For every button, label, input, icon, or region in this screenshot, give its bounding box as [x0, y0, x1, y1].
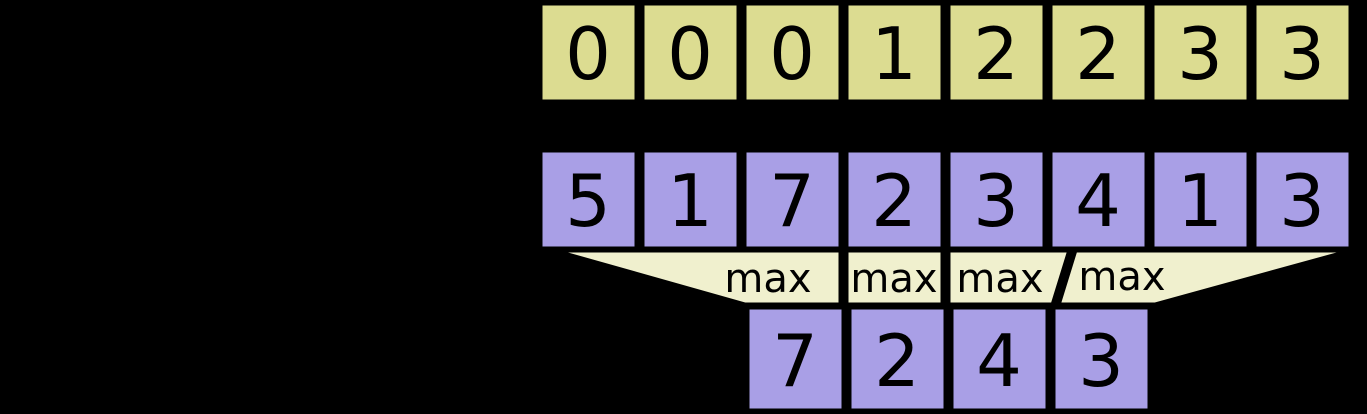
output-cell-0-rect	[744, 304, 847, 414]
value-cell-4[interactable]: 3	[945, 147, 1048, 252]
value-cell-4-label: 3	[973, 159, 1019, 243]
index-cell-6-label: 3	[1177, 12, 1223, 96]
index-cell-0-label: 0	[565, 12, 611, 96]
value-cell-5[interactable]: 4	[1047, 147, 1150, 252]
index-cell-5[interactable]: 2	[1047, 0, 1150, 105]
value-cell-1-label: 1	[667, 159, 713, 243]
value-cell-0-rect	[537, 147, 640, 252]
funnel-band: max max max max	[549, 247, 1356, 308]
value-cell-3-rect	[843, 147, 946, 252]
value-cell-2-label: 7	[769, 159, 815, 243]
output-cell-2-rect	[948, 304, 1051, 414]
value-cell-1[interactable]: 1	[639, 147, 742, 252]
value-cell-1-rect	[639, 147, 742, 252]
index-cell-2-rect	[741, 0, 844, 105]
output-cell-0-label: 7	[772, 319, 818, 403]
output-row: 7 2 4 3	[744, 304, 1153, 414]
index-cell-4-rect	[945, 0, 1048, 105]
index-cell-3-label: 1	[871, 12, 917, 96]
output-cell-1[interactable]: 2	[846, 304, 949, 414]
index-cell-7[interactable]: 3	[1251, 0, 1354, 105]
output-cell-3[interactable]: 3	[1050, 304, 1153, 414]
index-cell-2-label: 0	[769, 12, 815, 96]
value-cell-3[interactable]: 2	[843, 147, 946, 252]
index-cell-7-label: 3	[1279, 12, 1325, 96]
value-cell-0-label: 5	[565, 159, 611, 243]
value-cell-7-label: 3	[1279, 159, 1325, 243]
value-cell-5-rect	[1047, 147, 1150, 252]
index-cell-6-rect	[1149, 0, 1252, 105]
value-cell-3-label: 2	[871, 159, 917, 243]
funnel-0-label: max	[724, 256, 811, 302]
funnel-3[interactable]: max	[1054, 247, 1356, 308]
funnel-3-label: max	[1078, 254, 1165, 300]
value-cell-0[interactable]: 5	[537, 147, 640, 252]
value-cell-2-rect	[741, 147, 844, 252]
funnel-1[interactable]: max	[843, 247, 946, 308]
value-cell-7-rect	[1251, 147, 1354, 252]
index-cell-3-rect	[843, 0, 946, 105]
output-cell-3-label: 3	[1078, 319, 1124, 403]
output-cell-2[interactable]: 4	[948, 304, 1051, 414]
index-cell-5-label: 2	[1075, 12, 1121, 96]
value-cell-4-rect	[945, 147, 1048, 252]
index-cell-7-rect	[1251, 0, 1354, 105]
index-cell-4[interactable]: 2	[945, 0, 1048, 105]
index-row: 0 0 0 1 2 2 3	[537, 0, 1354, 105]
output-cell-1-label: 2	[874, 319, 920, 403]
value-cell-6-rect	[1149, 147, 1252, 252]
funnel-1-label: max	[850, 256, 937, 302]
output-cell-1-rect	[846, 304, 949, 414]
funnel-2[interactable]: max	[945, 247, 1074, 308]
index-cell-3[interactable]: 1	[843, 0, 946, 105]
output-cell-2-label: 4	[976, 319, 1022, 403]
index-cell-5-rect	[1047, 0, 1150, 105]
value-cell-2[interactable]: 7	[741, 147, 844, 252]
index-cell-0[interactable]: 0	[537, 0, 640, 105]
index-cell-0-rect	[537, 0, 640, 105]
index-cell-6[interactable]: 3	[1149, 0, 1252, 105]
value-cell-7[interactable]: 3	[1251, 147, 1354, 252]
funnel-2-label: max	[956, 256, 1043, 302]
index-cell-2[interactable]: 0	[741, 0, 844, 105]
index-cell-1[interactable]: 0	[639, 0, 742, 105]
index-cell-1-rect	[639, 0, 742, 105]
value-cell-6[interactable]: 1	[1149, 147, 1252, 252]
funnel-0[interactable]: max	[549, 247, 844, 308]
value-cell-5-label: 4	[1075, 159, 1121, 243]
output-cell-3-rect	[1050, 304, 1153, 414]
index-cell-4-label: 2	[973, 12, 1019, 96]
value-row: 5 1 7 2 3 4 1	[537, 147, 1354, 252]
index-cell-1-label: 0	[667, 12, 713, 96]
value-cell-6-label: 1	[1177, 159, 1223, 243]
output-cell-0[interactable]: 7	[744, 304, 847, 414]
